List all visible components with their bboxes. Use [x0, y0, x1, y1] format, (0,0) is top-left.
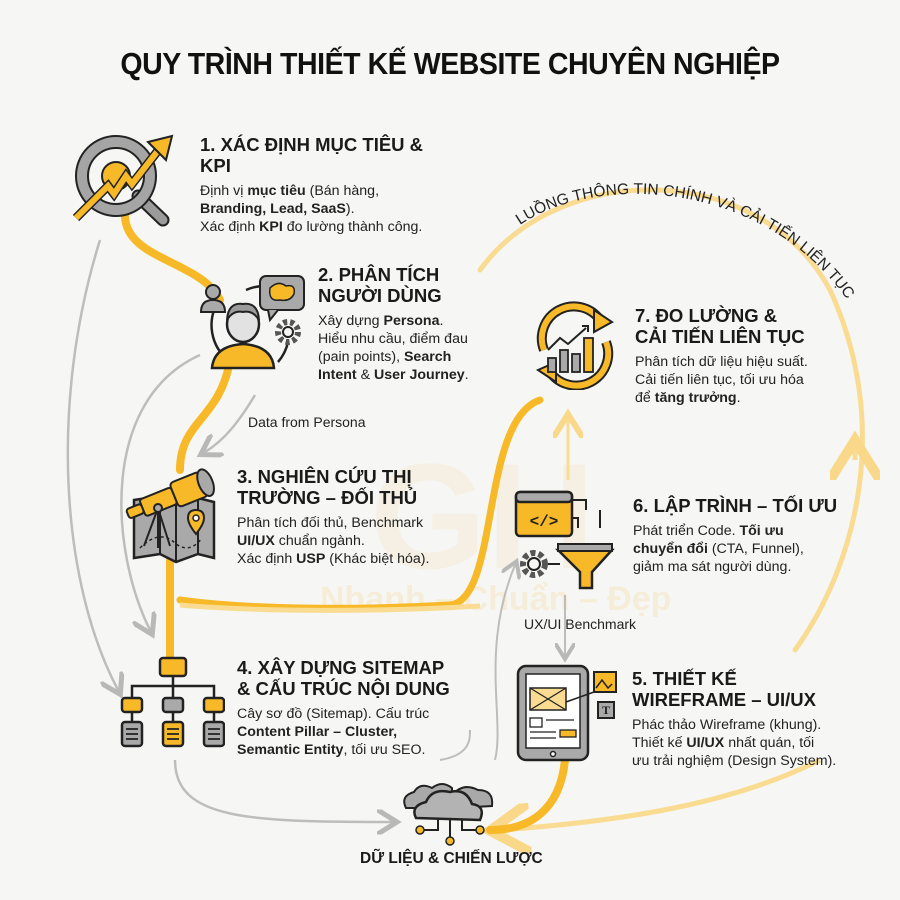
tablet-wireframe-icon: T: [516, 664, 617, 762]
cycle-chart-icon: [535, 301, 614, 390]
cloud-network-icon: [403, 783, 494, 846]
code-funnel-icon: </>: [514, 490, 615, 590]
step-4: 4. XÂY DỰNG SITEMAP& CẤU TRÚC NỘI DUNG C…: [237, 657, 467, 759]
step-description: Phân tích dữ liệu hiệu suất.Cải tiến liê…: [635, 354, 808, 406]
step-heading: 4. XÂY DỰNG SITEMAP& CẤU TRÚC NỘI DUNG: [237, 657, 450, 699]
telescope-map-icon: [125, 468, 216, 564]
step-6: 6. LẬP TRÌNH – TỐI ƯU Phát triển Code. T…: [633, 495, 863, 576]
hub-label: DỮ LIỆU & CHIẾN LƯỢC: [360, 850, 543, 867]
svg-text:T: T: [602, 703, 610, 717]
step-heading: 7. ĐO LƯỜNG &CẢI TIẾN LIÊN TỤC: [635, 305, 805, 347]
connector-label-persona: Data from Persona: [248, 414, 366, 430]
step-description: Xây dựng Persona.Hiểu nhu cầu, điểm đau(…: [318, 313, 469, 383]
step-description: Phác thảo Wireframe (khung).Thiết kế UI/…: [632, 717, 837, 769]
loop-label: LUỒNG THÔNG TIN CHÍNH VÀ CẢI TIẾN LIÊN T…: [513, 181, 858, 302]
svg-text:</>: </>: [530, 513, 559, 531]
step-heading: 6. LẬP TRÌNH – TỐI ƯU: [633, 495, 838, 516]
step-description: Định vị mục tiêu (Bán hàng,Branding, Lea…: [200, 183, 423, 235]
page-title: QUY TRÌNH THIẾT KẾ WEBSITE CHUYÊN NGHIỆP: [120, 46, 780, 81]
magnifier-growth-arrow-icon: [72, 134, 174, 227]
step-7: 7. ĐO LƯỜNG &CẢI TIẾN LIÊN TỤC Phân tích…: [635, 305, 835, 407]
sitemap-tree-icon: [120, 656, 225, 748]
connector-label-benchmark: UX/UI Benchmark: [524, 616, 637, 632]
step-1: 1. XÁC ĐỊNH MỤC TIÊU & KPI Định vị mục t…: [200, 134, 440, 236]
user-persona-icon: [199, 275, 305, 370]
step-heading: 1. XÁC ĐỊNH MỤC TIÊU & KPI: [200, 134, 424, 176]
